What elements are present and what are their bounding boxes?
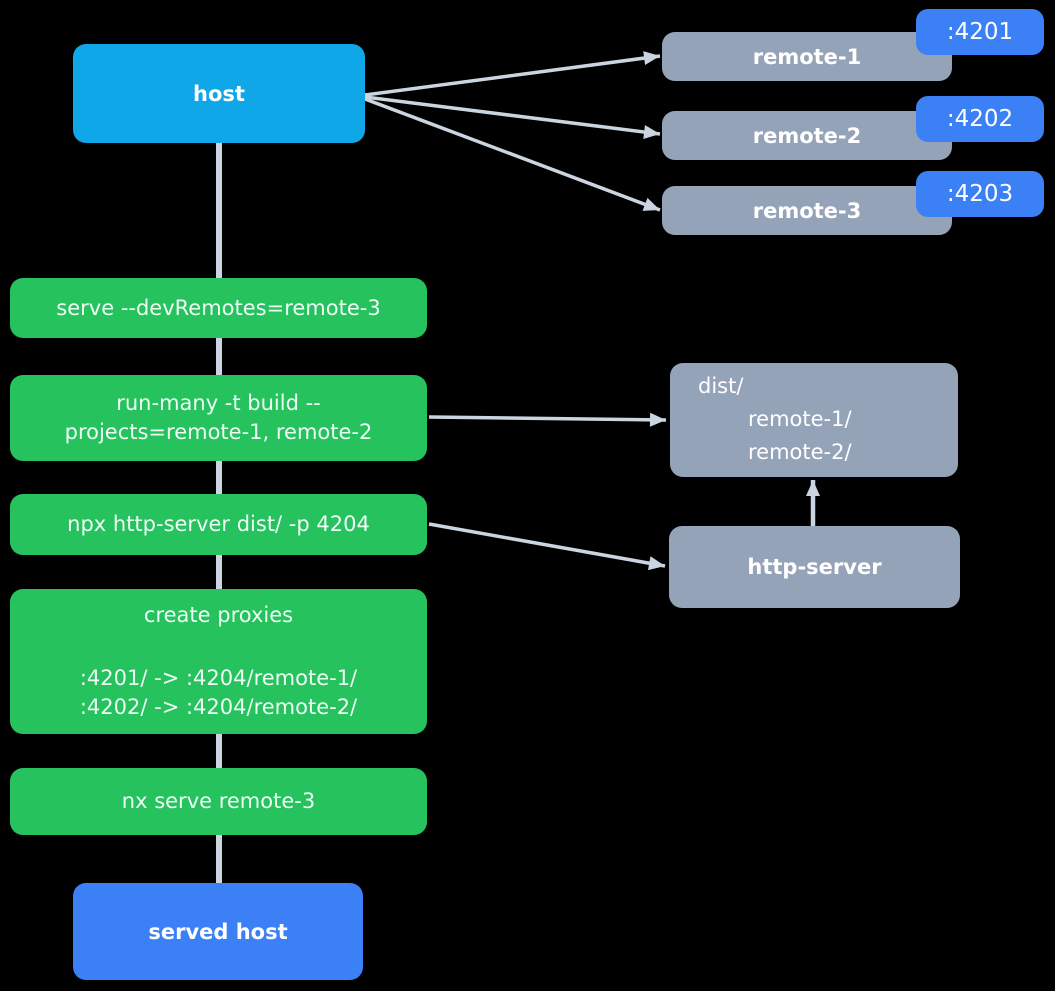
- arrow-build-dist: [428, 412, 667, 427]
- port-4203-label: :4203: [946, 181, 1014, 207]
- remote-2-node: remote-2: [662, 111, 952, 160]
- command-npx-http-server: npx http-server dist/ -p 4204: [10, 494, 427, 555]
- http-server-node: http-server: [669, 526, 960, 608]
- command-text: npx http-server dist/ -p 4204: [67, 512, 370, 536]
- port-badge-4201: :4201: [916, 9, 1044, 55]
- dist-root-label: dist/: [698, 374, 744, 398]
- command-serve-devremotes: serve --devRemotes=remote-3: [10, 278, 427, 338]
- command-text: serve --devRemotes=remote-3: [56, 295, 381, 320]
- served-host-node: served host: [73, 883, 363, 980]
- remote-1-label: remote-1: [752, 44, 862, 69]
- arrow-host-remote-2: [364, 95, 661, 139]
- host-label: host: [193, 81, 245, 106]
- dist-child-remote-1: remote-1/: [748, 407, 852, 431]
- remote-2-label: remote-2: [752, 123, 862, 148]
- command-run-many-build: run-many -t build -- projects=remote-1, …: [10, 375, 427, 461]
- remote-1-node: remote-1: [662, 32, 952, 81]
- served-host-label: served host: [148, 919, 288, 944]
- http-server-label: http-server: [747, 555, 882, 579]
- port-4202-label: :4202: [946, 106, 1014, 132]
- proxy-mapping-1: :4201/ -> :4204/remote-1/: [79, 666, 358, 690]
- dist-folder-node: dist/ remote-1/ remote-2/: [670, 363, 958, 477]
- host-node: host: [73, 44, 365, 143]
- create-proxies-title: create proxies: [143, 603, 294, 627]
- command-text-line-2: projects=remote-1, remote-2: [64, 420, 373, 444]
- remote-3-label: remote-3: [752, 198, 862, 223]
- arrow-host-remote-3: [364, 97, 661, 212]
- command-text: nx serve remote-3: [121, 789, 316, 813]
- command-create-proxies: create proxies :4201/ -> :4204/remote-1/…: [10, 589, 427, 734]
- port-4201-label: :4201: [946, 19, 1014, 45]
- port-badge-4202: :4202: [916, 96, 1044, 142]
- arrow-http-cmd-server: [428, 522, 666, 571]
- dist-child-remote-2: remote-2/: [748, 440, 852, 464]
- port-badge-4203: :4203: [916, 171, 1044, 217]
- command-nx-serve-remote-3: nx serve remote-3: [10, 768, 427, 835]
- remote-3-node: remote-3: [662, 186, 952, 235]
- command-text-line-1: run-many -t build --: [116, 391, 321, 415]
- proxy-mapping-2: :4202/ -> :4204/remote-2/: [79, 695, 358, 719]
- arrow-host-remote-1: [364, 51, 661, 97]
